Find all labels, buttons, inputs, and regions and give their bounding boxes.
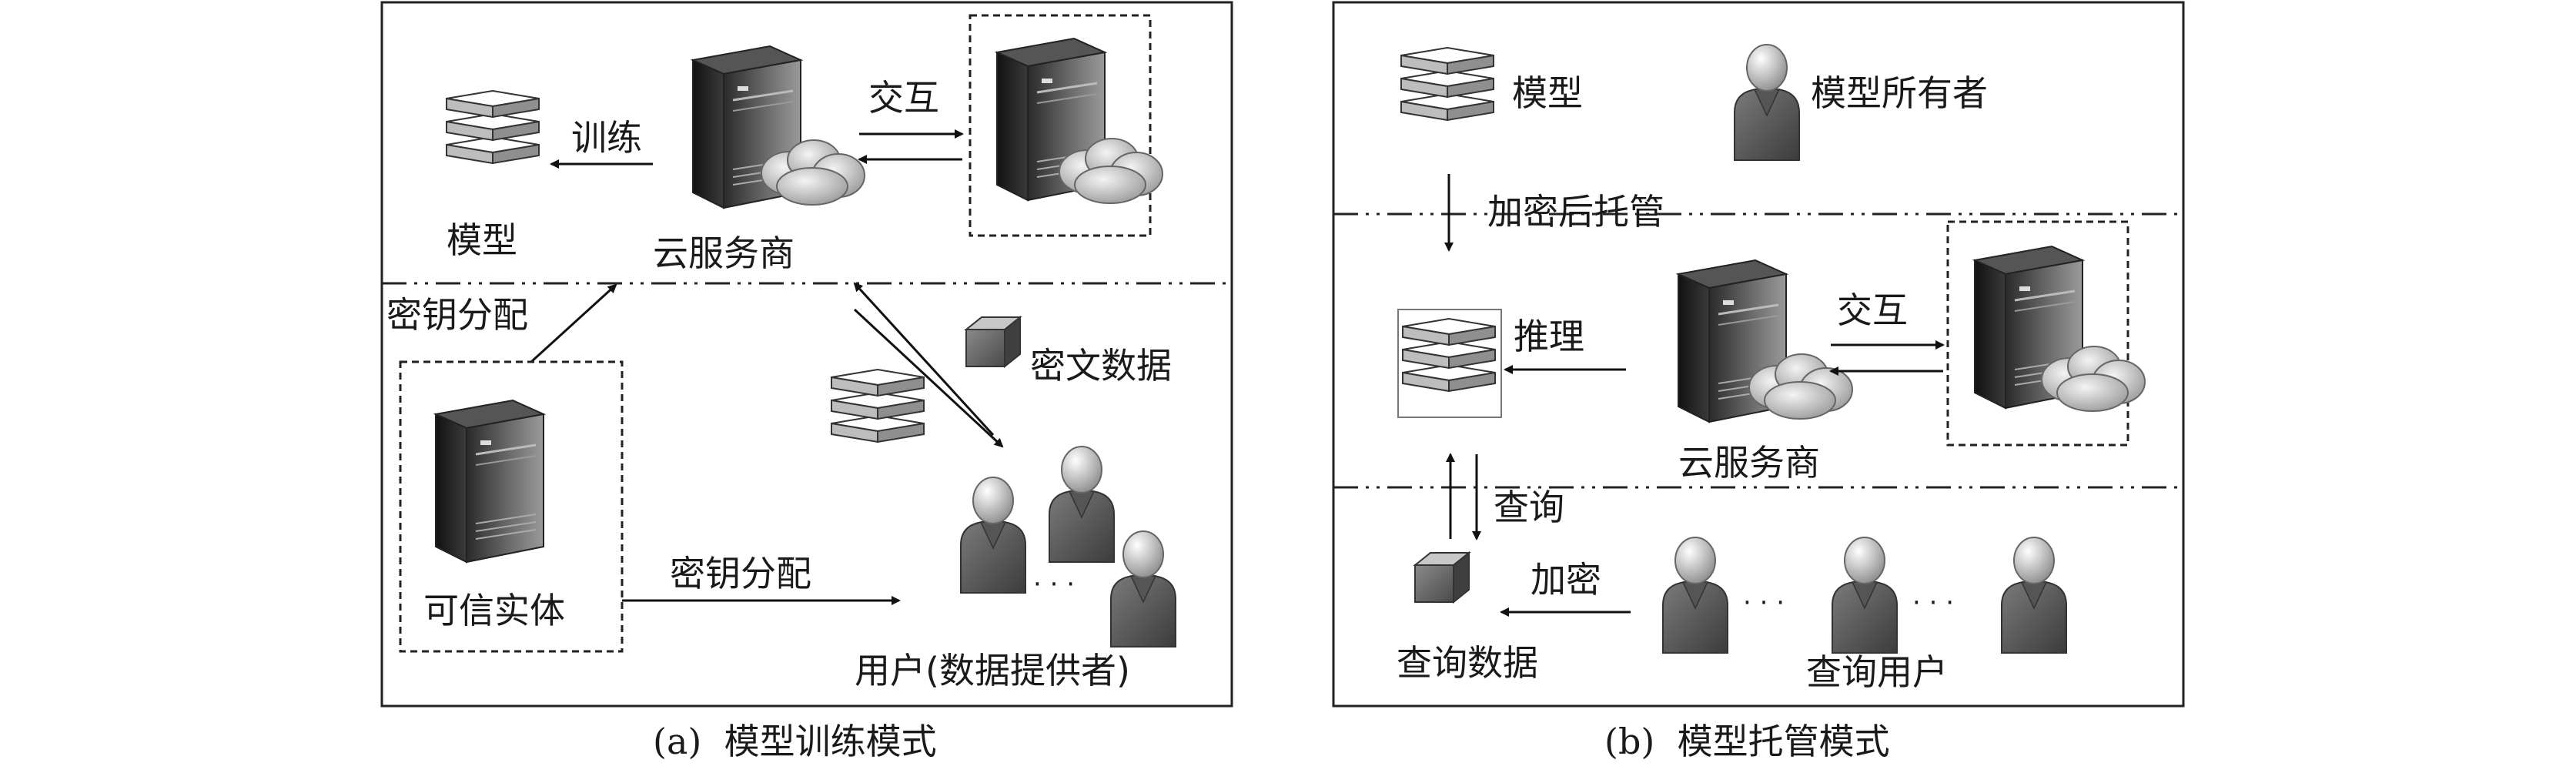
remote-server-box <box>969 14 1152 237</box>
inference-model-stack-icon <box>1402 318 1496 392</box>
inference-label: 推理 <box>1514 316 1584 357</box>
user-person-icon-3 <box>1110 530 1176 647</box>
trusted-entity-box <box>399 360 624 653</box>
query-user-icon-2 <box>1832 537 1898 654</box>
trusted-server-icon <box>434 399 545 564</box>
train-label: 训练 <box>571 117 642 159</box>
ciphertext-cube-icon <box>965 316 1021 367</box>
key-dist-arrow-up <box>530 283 617 363</box>
caption-b-text: 模型托管模式 <box>1677 721 1890 762</box>
data-arrow-to-cloud <box>853 282 995 437</box>
b-model-label: 模型 <box>1512 72 1583 114</box>
b-dots-2: · · · <box>1912 587 1955 618</box>
query-users-label: 查询用户 <box>1806 651 1948 693</box>
encrypt-label: 加密 <box>1531 559 1601 601</box>
query-user-icon-1 <box>1662 537 1728 654</box>
user-person-icon-2 <box>1049 446 1115 563</box>
query-data-label: 查询数据 <box>1397 642 1538 684</box>
data-arrow-to-users <box>853 308 1004 448</box>
inference-model-box <box>1397 309 1502 418</box>
b-remote-server-box <box>1946 220 2129 447</box>
users-dots: · · · <box>1033 569 1076 600</box>
cloud-provider-label: 云服务商 <box>653 233 795 274</box>
panel-b-frame <box>1332 1 2185 708</box>
model-label: 模型 <box>447 219 517 261</box>
key-distribution-upper-label: 密钥分配 <box>386 294 528 336</box>
hosted-model-stack-icon <box>1400 47 1494 121</box>
model-owner-label: 模型所有者 <box>1811 72 1988 114</box>
ciphertext-data-label: 密文数据 <box>1030 345 1172 386</box>
caption-a-text: 模型训练模式 <box>724 721 937 762</box>
b-cloud-provider-label: 云服务商 <box>1678 442 1820 484</box>
caption-a: (a) 模型训练模式 <box>653 724 937 759</box>
user-model-stack-icon <box>831 369 925 443</box>
caption-b-tag: (b) <box>1604 721 1655 762</box>
caption-a-tag: (a) <box>653 721 702 762</box>
model-stack-icon <box>446 90 540 164</box>
model-owner-icon <box>1734 44 1800 161</box>
trusted-entity-label: 可信实体 <box>423 590 565 631</box>
query-user-icon-3 <box>2001 537 2067 654</box>
b-dots-1: · · · <box>1743 587 1785 618</box>
b-interact-label: 交互 <box>1837 289 1908 331</box>
interact-label: 交互 <box>868 77 939 119</box>
panel-a-frame <box>380 1 1233 708</box>
users-label: 用户(数据提供者) <box>855 650 1130 691</box>
query-data-cube-icon <box>1414 552 1470 603</box>
query-label: 查询 <box>1494 487 1564 528</box>
caption-b: (b) 模型托管模式 <box>1604 724 1890 759</box>
user-person-icon-1 <box>960 477 1026 594</box>
encrypted-hosting-label: 加密后托管 <box>1487 191 1664 233</box>
key-distribution-lower-label: 密钥分配 <box>670 553 811 594</box>
